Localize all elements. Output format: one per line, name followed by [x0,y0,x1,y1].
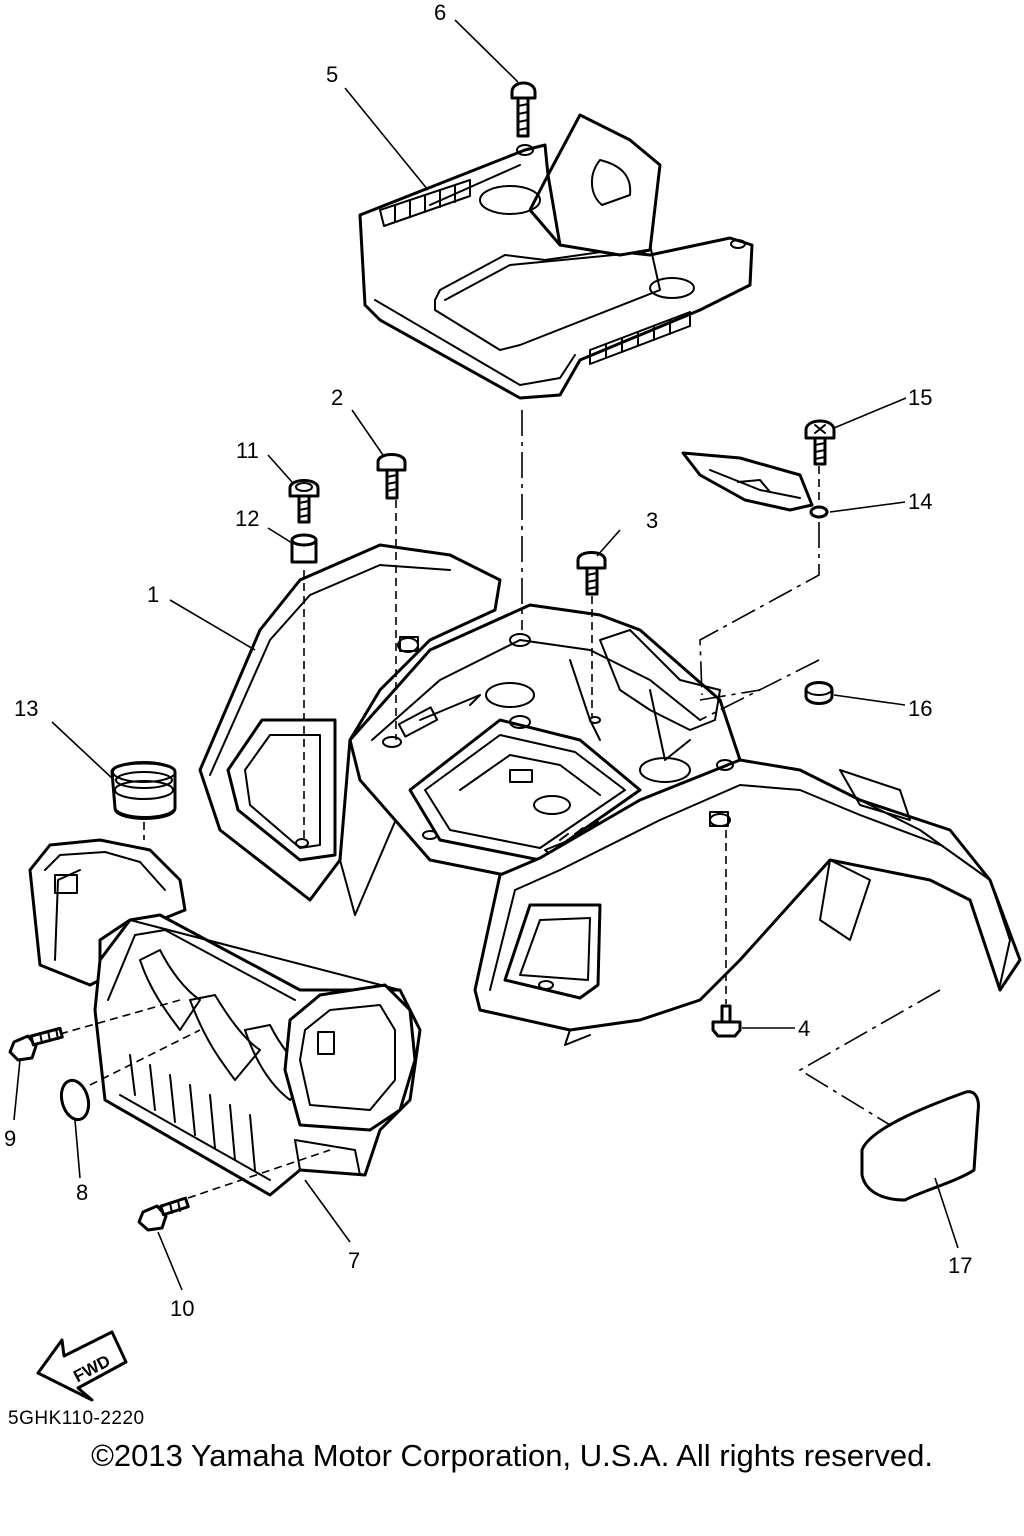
part-12-collar [290,533,318,564]
callout-4: 4 [798,1016,810,1041]
part-4-bolt [711,1004,742,1038]
callout-9: 9 [4,1126,16,1151]
callout-2: 2 [331,385,343,410]
callout-numbers: 1 2 3 4 5 6 7 8 9 10 11 12 13 14 15 16 1… [4,0,972,1321]
part-2-bolt [376,453,407,500]
callout-1: 1 [147,582,159,607]
fwd-arrow-icon: FWD [36,1330,128,1402]
part-10-bolt [137,1196,190,1232]
drawing-code: 5GHK110-2220 [8,1408,145,1429]
copyright-notice: ©2013 Yamaha Motor Corporation, U.S.A. A… [91,1438,933,1473]
callout-13: 13 [14,696,38,721]
part-3-bolt [576,551,607,596]
part-7-box [28,838,422,1197]
part-16-grommet [804,681,834,705]
part-15-screw [804,419,836,466]
assembly-lines [59,410,941,1199]
part-6-screw [510,81,537,138]
callout-11: 11 [236,438,259,463]
part-5-top-cover [358,113,754,400]
part-17-pad [860,1090,980,1202]
reflector-bracket [681,451,814,512]
part-14-nut [809,505,829,519]
callout-8: 8 [76,1180,88,1205]
callout-15: 15 [908,385,932,410]
callout-7: 7 [348,1248,360,1273]
callout-14: 14 [908,489,932,514]
callout-5: 5 [326,62,338,87]
part-1-rear-fender [198,543,1022,1046]
part-11-bolt [288,479,320,524]
callout-16: 16 [908,696,932,721]
callout-17: 17 [948,1253,972,1278]
part-8-plug [59,1078,91,1122]
callout-12: 12 [235,506,259,531]
callout-10: 10 [170,1296,194,1321]
part-13-grommet [110,761,177,820]
part-9-bolt [8,1026,64,1062]
callout-6: 6 [434,0,446,25]
callout-leaders [13,19,959,1291]
callout-3: 3 [646,508,658,533]
